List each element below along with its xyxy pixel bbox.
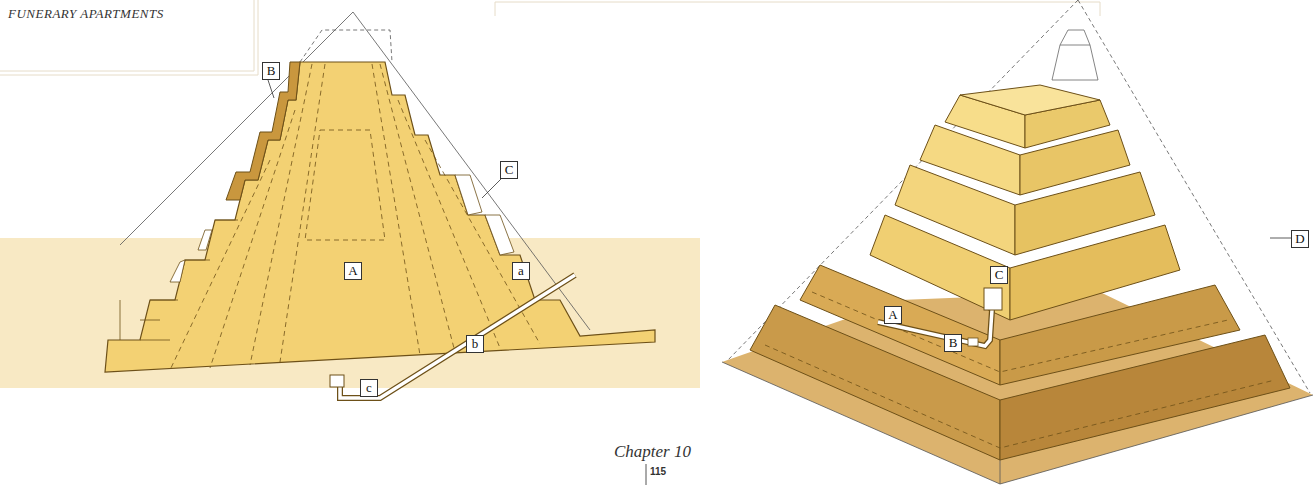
page-number: 115 [650,466,666,477]
callout-letter: D [1291,230,1309,248]
callout-letter: C [500,161,518,179]
callout-letter: b [466,335,484,353]
chapter-label: Chapter 10 [614,442,691,462]
callout-letter: a [512,262,530,280]
page-heading: FUNERARY APARTMENTS [8,6,164,22]
callout-letter: A [344,262,362,280]
callout-letter: c [360,379,378,397]
callout-letter: A [884,306,902,324]
callout-letter: B [944,334,962,352]
callout-letter: B [262,62,280,80]
callout-letter: C [990,266,1008,284]
